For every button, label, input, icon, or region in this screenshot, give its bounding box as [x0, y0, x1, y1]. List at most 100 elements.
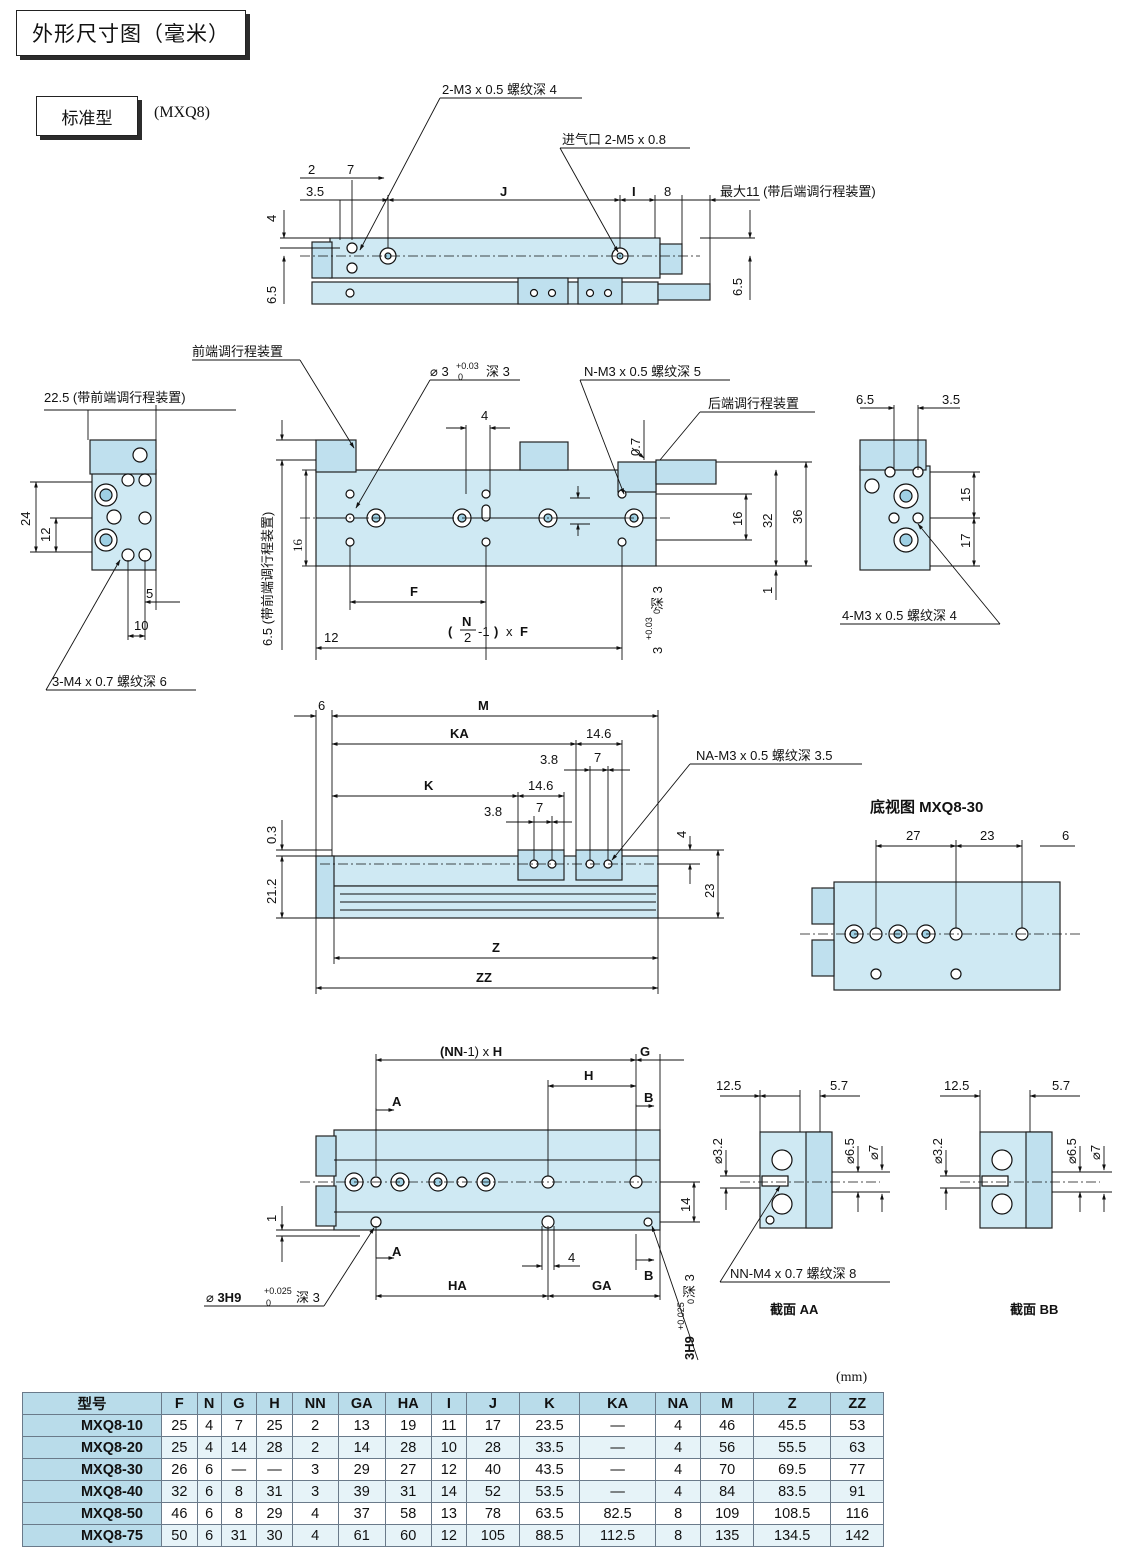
- svg-text:3.5: 3.5: [942, 392, 960, 407]
- table-cell: 14: [337, 1436, 386, 1459]
- table-cell: 134.5: [752, 1524, 832, 1547]
- svg-text:4: 4: [481, 408, 488, 423]
- model-cell: MXQ8-10: [22, 1414, 162, 1437]
- svg-text:7: 7: [347, 162, 354, 177]
- table-header-cell: ZZ: [830, 1392, 884, 1415]
- label-left-thread: 3-M4 x 0.7 螺纹深 6: [52, 674, 167, 689]
- table-cell: 91: [830, 1480, 884, 1503]
- svg-text:B: B: [644, 1090, 653, 1105]
- table-cell: 13: [337, 1414, 386, 1437]
- svg-text:4: 4: [568, 1250, 575, 1265]
- svg-text:KA: KA: [450, 726, 469, 741]
- svg-text:6.5: 6.5: [264, 286, 279, 304]
- svg-text:⌀3.2: ⌀3.2: [930, 1138, 945, 1164]
- svg-text:36: 36: [790, 510, 805, 524]
- svg-text:⌀7: ⌀7: [866, 1145, 881, 1160]
- table-cell: 19: [384, 1414, 432, 1437]
- table-cell: 17: [466, 1414, 520, 1437]
- table-cell: 56: [700, 1436, 754, 1459]
- table-cell: 4: [291, 1502, 339, 1525]
- svg-text:3: 3: [650, 647, 665, 654]
- svg-text:12.5: 12.5: [716, 1078, 741, 1093]
- table-header-cell: I: [430, 1392, 468, 1415]
- table-cell: 29: [256, 1502, 293, 1525]
- table-cell: 31: [384, 1480, 432, 1503]
- svg-text:Z: Z: [492, 940, 500, 955]
- table-cell: —: [220, 1458, 258, 1481]
- model-cell: MXQ8-75: [22, 1524, 162, 1547]
- table-cell: 53.5: [518, 1480, 581, 1503]
- table-cell: 27: [384, 1458, 432, 1481]
- svg-text:2: 2: [308, 162, 315, 177]
- label-22-5: 22.5 (带前端调行程装置): [44, 390, 186, 405]
- table-cell: 4: [196, 1414, 222, 1437]
- table-cell: —: [256, 1458, 293, 1481]
- table-cell: 69.5: [752, 1458, 832, 1481]
- table-header-cell: 型号: [22, 1392, 162, 1415]
- svg-text:(NN-1) x H: (NN-1) x H: [440, 1044, 502, 1059]
- svg-text:N: N: [462, 614, 471, 629]
- svg-text:⌀6.5: ⌀6.5: [842, 1138, 857, 1164]
- table-cell: 28: [466, 1436, 520, 1459]
- svg-text:⌀7: ⌀7: [1088, 1145, 1103, 1160]
- svg-text:16: 16: [290, 539, 305, 553]
- label-top-thread: 2-M3 x 0.5 螺纹深 4: [442, 82, 557, 97]
- table-cell: 10: [430, 1436, 468, 1459]
- table-cell: 29: [337, 1458, 386, 1481]
- table-cell: 109: [700, 1502, 754, 1525]
- table-header-cell: KA: [579, 1392, 656, 1415]
- svg-text:0: 0: [686, 1299, 696, 1304]
- svg-text:M: M: [478, 698, 489, 713]
- table-cell: 4: [654, 1436, 702, 1459]
- label-rear-adjuster: 后端调行程装置: [708, 396, 799, 411]
- svg-text:⌀6.5: ⌀6.5: [1064, 1138, 1079, 1164]
- svg-text:10: 10: [134, 618, 148, 633]
- table-cell: 45.5: [752, 1414, 832, 1437]
- svg-text:21.2: 21.2: [264, 879, 279, 904]
- svg-text:ZZ: ZZ: [476, 970, 492, 985]
- table-cell: 6: [196, 1524, 222, 1547]
- table-cell: 53: [830, 1414, 884, 1437]
- table-cell: 77: [830, 1458, 884, 1481]
- svg-text:x: x: [506, 624, 513, 639]
- table-cell: 46: [700, 1414, 754, 1437]
- svg-text:23: 23: [980, 828, 994, 843]
- table-cell: 116: [830, 1502, 884, 1525]
- svg-text:5: 5: [146, 586, 153, 601]
- svg-text:14.6: 14.6: [528, 778, 553, 793]
- table-cell: 4: [196, 1436, 222, 1459]
- table-header-cell: F: [161, 1392, 198, 1415]
- table-cell: 25: [161, 1414, 198, 1437]
- table-cell: 135: [700, 1524, 754, 1547]
- table-cell: 39: [337, 1480, 386, 1503]
- table-cell: 4: [654, 1458, 702, 1481]
- svg-text:B: B: [644, 1268, 653, 1283]
- svg-text:⌀3.2: ⌀3.2: [710, 1138, 725, 1164]
- table-cell: 25: [256, 1414, 293, 1437]
- table-cell: 12: [430, 1458, 468, 1481]
- label-top-inlet: 进气口 2-M5 x 0.8: [562, 132, 666, 147]
- svg-text:F: F: [520, 624, 528, 639]
- svg-text:4: 4: [264, 215, 279, 222]
- table-cell: 8: [220, 1502, 258, 1525]
- table-header-cell: M: [700, 1392, 754, 1415]
- table-cell: 3: [291, 1458, 339, 1481]
- label-n-thread: N-M3 x 0.5 螺纹深 5: [584, 364, 701, 379]
- table-header-cell: GA: [337, 1392, 386, 1415]
- table-cell: 32: [161, 1480, 198, 1503]
- svg-text:17: 17: [958, 534, 973, 548]
- model-cell: MXQ8-50: [22, 1502, 162, 1525]
- svg-text:4: 4: [674, 831, 689, 838]
- label-side-6-5: 6.5 (带前端调行程装置): [260, 512, 275, 646]
- table-cell: 26: [161, 1458, 198, 1481]
- table-cell: 4: [654, 1414, 702, 1437]
- svg-text:0.3: 0.3: [264, 826, 279, 844]
- svg-text:6.5: 6.5: [856, 392, 874, 407]
